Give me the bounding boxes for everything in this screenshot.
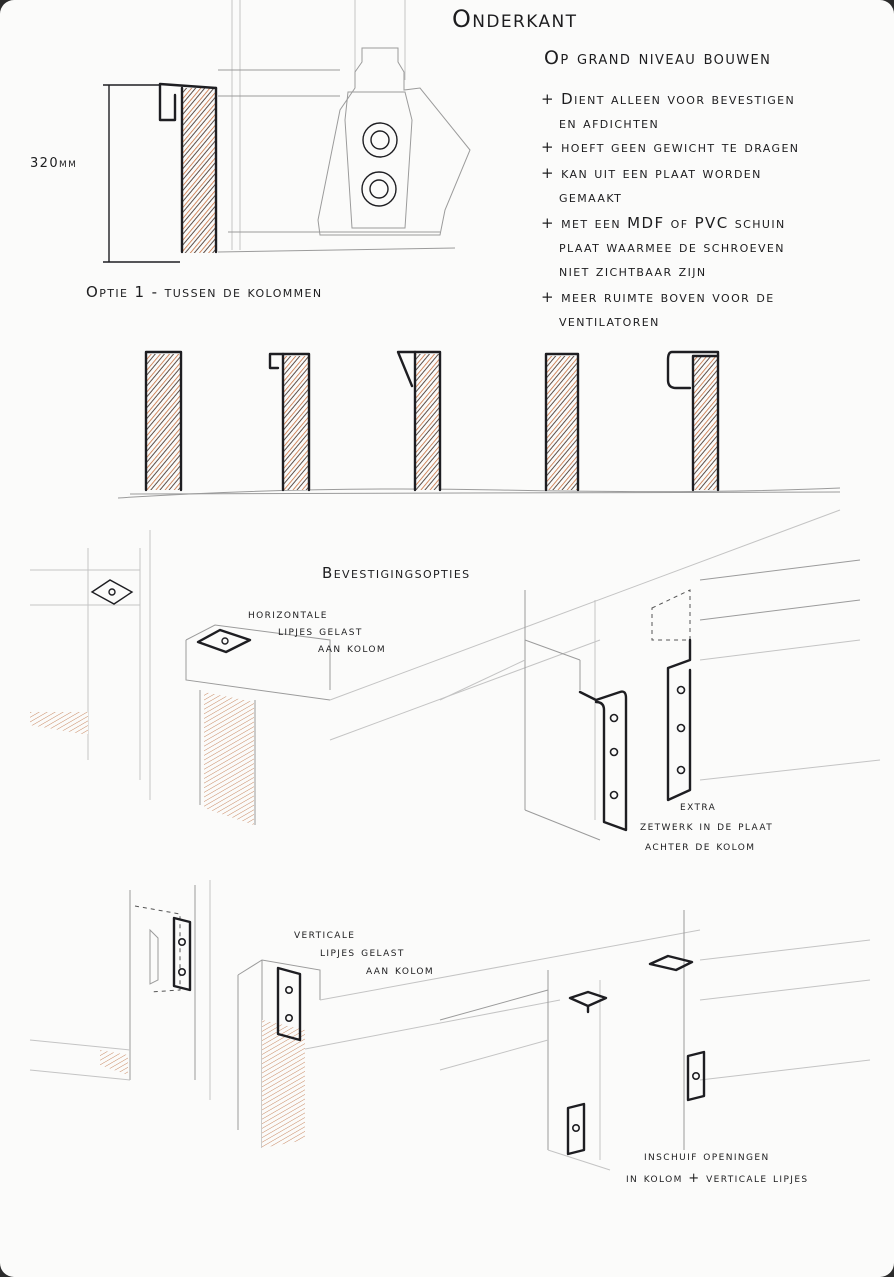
annotation-extra: extra bbox=[680, 799, 716, 814]
bullet-line: + met een MDF of PVC schuin bbox=[541, 214, 786, 232]
dimension-label: 320mm bbox=[30, 156, 77, 171]
annotation-vertical: aan kolom bbox=[366, 963, 434, 978]
annotation-vertical: lipjes gelast bbox=[320, 945, 405, 960]
option-1-elevation bbox=[103, 0, 471, 263]
annotation-horizontal: aan kolom bbox=[318, 641, 386, 656]
bullet-line: + hoeft geen gewicht te dragen bbox=[541, 138, 799, 156]
annotation-slots: inschuif openingen bbox=[644, 1149, 770, 1164]
annotation-vertical: verticale bbox=[294, 927, 355, 942]
profile-variant bbox=[396, 350, 442, 492]
profile-variants bbox=[117, 350, 841, 499]
bullet-line: ventilatoren bbox=[559, 312, 660, 330]
vertical-tabs-sketch bbox=[29, 880, 701, 1148]
bullet-list: + Dient alleen voor bevestigen en afdich… bbox=[541, 90, 799, 330]
profile-variant bbox=[666, 350, 720, 492]
bullet-line: + meer ruimte boven voor de bbox=[541, 288, 775, 306]
annotation-slots: in kolom + verticale lipjes bbox=[626, 1171, 809, 1186]
bullet-line: plaat waarmee de schroeven bbox=[559, 238, 785, 256]
profile-variant bbox=[268, 352, 311, 492]
annotation-extra: zetwerk in de plaat bbox=[640, 819, 773, 834]
bullet-line: + Dient alleen voor bevestigen bbox=[541, 90, 795, 108]
bullet-line: niet zichtbaar zijn bbox=[559, 262, 707, 280]
horizontal-tabs-sketch bbox=[30, 509, 841, 825]
page-title: Onderkant bbox=[452, 5, 577, 33]
annotation-extra: achter de kolom bbox=[645, 839, 755, 854]
profile-variant bbox=[144, 350, 183, 492]
bullet-line: + kan uit een plaat worden bbox=[541, 164, 762, 182]
page-subtitle: Op grand niveau bouwen bbox=[544, 47, 771, 69]
bullet-line: en afdichten bbox=[559, 114, 659, 132]
annotation-horizontal: lipjes gelast bbox=[278, 624, 363, 639]
annotation-horizontal: horizontale bbox=[248, 607, 328, 622]
option-label: Optie 1 - tussen de kolommen bbox=[86, 283, 323, 301]
extra-fold-sketch bbox=[439, 559, 881, 841]
bullet-line: gemaakt bbox=[559, 188, 622, 206]
section-label: Bevestigingsopties bbox=[322, 564, 471, 582]
slot-openings-sketch bbox=[439, 910, 871, 1171]
profile-variant bbox=[544, 352, 580, 492]
